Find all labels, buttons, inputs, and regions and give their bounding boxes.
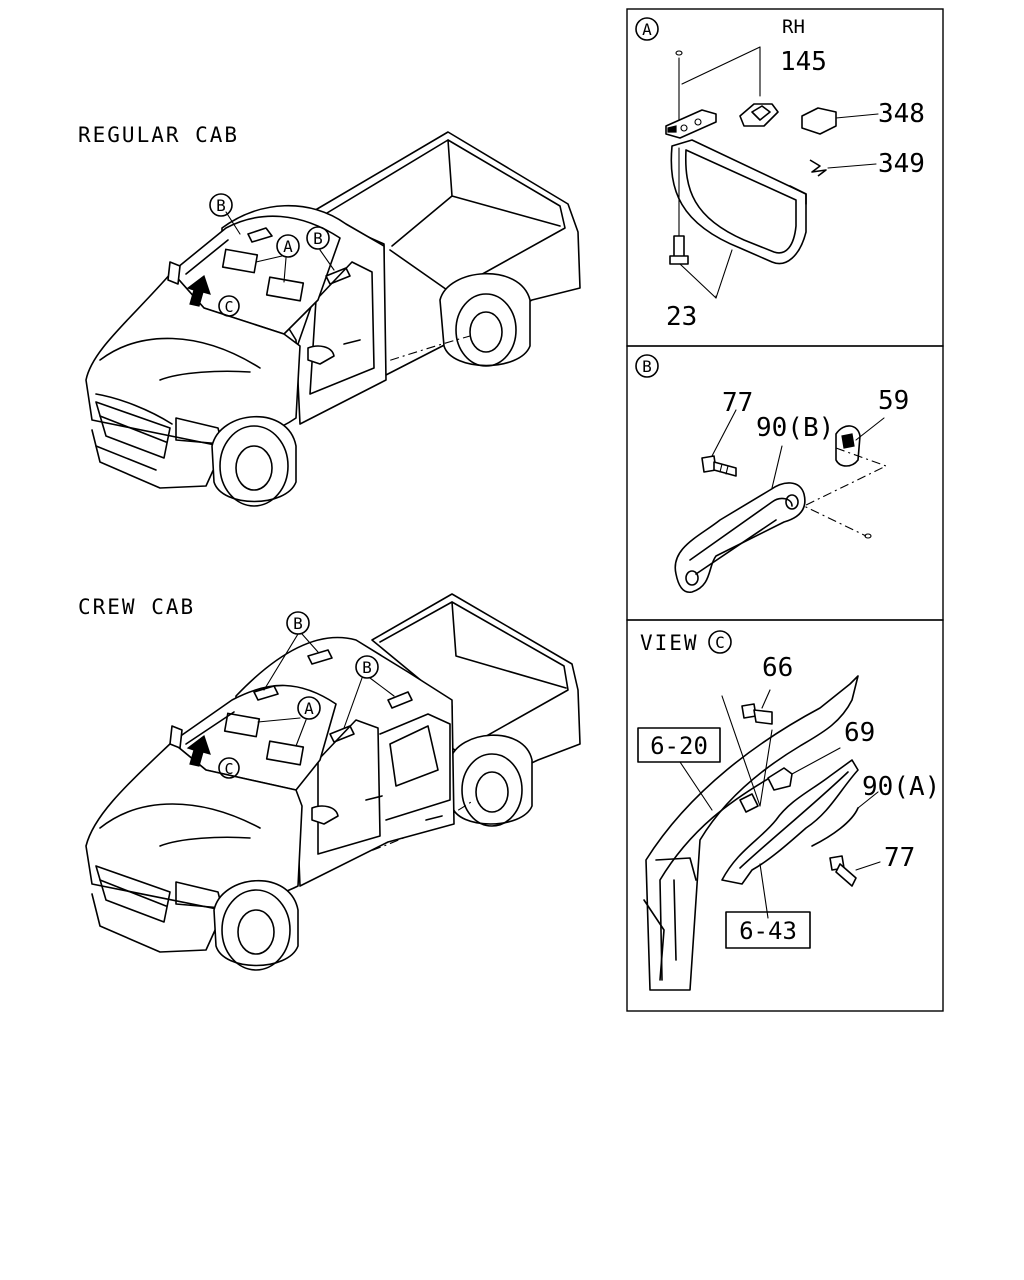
part-77-c: 77 — [884, 843, 915, 873]
part-145: 145 — [780, 47, 827, 77]
ref-6-20: 6-20 — [650, 732, 708, 760]
callout-c-crew: C — [224, 760, 233, 778]
panel-c-view-label: VIEW — [640, 631, 699, 655]
regular-cab-title: REGULAR CAB — [78, 123, 239, 147]
part-348: 348 — [878, 99, 925, 129]
part-77-b: 77 — [722, 388, 753, 418]
regular-cab-drawing: REGULAR CAB — [78, 123, 581, 507]
part-90b: 90(B) — [756, 413, 834, 443]
panel-b-letter: B — [642, 357, 652, 376]
callout-b-crew-2: B — [362, 658, 372, 677]
panel-a-side-label: RH — [782, 16, 805, 38]
part-90a: 90(A) — [862, 772, 940, 802]
callout-a-crew: A — [304, 699, 314, 718]
part-59: 59 — [878, 386, 909, 416]
callout-b-crew-1: B — [293, 614, 303, 633]
part-66: 66 — [762, 653, 793, 683]
panel-a-sun-visor: A RH 145 348 349 23 — [626, 8, 944, 347]
callout-b-regular-2: B — [313, 229, 323, 248]
crew-cab-title: CREW CAB — [78, 595, 195, 619]
panel-c-letter: C — [715, 633, 725, 652]
panel-c-view: VIEW C 6-20 6-43 — [626, 619, 944, 1012]
callout-c-regular: C — [224, 298, 233, 316]
crew-cab-drawing: CREW CAB — [78, 593, 581, 971]
panel-a-letter: A — [642, 20, 652, 39]
part-69: 69 — [844, 718, 875, 748]
part-349: 349 — [878, 149, 925, 179]
ref-6-43: 6-43 — [739, 917, 797, 945]
part-23: 23 — [666, 302, 697, 332]
panel-b-assist-grip: B 77 90(B) 59 — [626, 345, 944, 621]
callout-a-regular: A — [283, 237, 293, 256]
callout-b-regular-1: B — [216, 196, 226, 215]
